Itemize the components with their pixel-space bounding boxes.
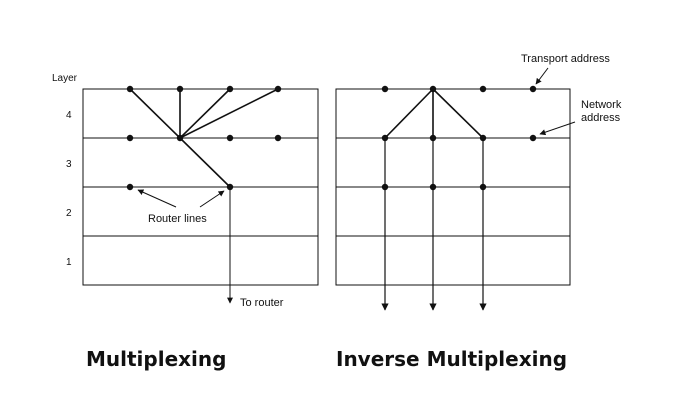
network-address-label-line1: Network xyxy=(581,99,622,111)
router-line-dot xyxy=(226,183,234,191)
connection-line xyxy=(384,88,434,139)
layer-4-label: 4 xyxy=(66,110,72,121)
transport-address-dot xyxy=(529,85,537,93)
network-address-dot xyxy=(126,134,134,142)
transport-address-dot xyxy=(126,85,134,93)
connection-line xyxy=(129,88,181,139)
router-line-dot xyxy=(126,183,134,191)
network-address-dot xyxy=(529,134,537,142)
connection-line xyxy=(432,88,484,139)
router-lines-label: Router lines xyxy=(148,213,207,225)
inverse-multiplexing-caption: Inverse Multiplexing xyxy=(336,347,568,371)
router-lines-arrow xyxy=(137,189,177,208)
layer-3-label: 3 xyxy=(66,159,72,170)
network-address-dot xyxy=(176,134,184,142)
multiplexing-caption: Multiplexing xyxy=(86,347,227,371)
router-line-dot xyxy=(429,183,437,191)
inverse-multiplexing-panel xyxy=(335,67,576,311)
layer-2-label: 2 xyxy=(66,208,72,219)
layer-1-label: 1 xyxy=(66,257,72,268)
transport-address-dot xyxy=(479,85,487,93)
inverse-multiplexing-dots xyxy=(381,85,537,191)
router-line-dot xyxy=(479,183,487,191)
transport-address-dot xyxy=(381,85,389,93)
connection-line xyxy=(179,137,231,188)
network-address-dot xyxy=(226,134,234,142)
multiplexing-dots xyxy=(126,85,282,191)
multiplexing-panel xyxy=(82,88,319,304)
network-address-label-line2: address xyxy=(581,112,621,124)
router-line-dot xyxy=(381,183,389,191)
transport-address-dot xyxy=(274,85,282,93)
transport-address-label: Transport address xyxy=(521,53,610,65)
transport-address-dot xyxy=(176,85,184,93)
network-address-dot xyxy=(429,134,437,142)
layer-axis-title: Layer xyxy=(52,73,78,84)
to-router-label: To router xyxy=(240,297,284,309)
connection-line xyxy=(179,88,231,139)
router-lines-arrow xyxy=(199,190,225,208)
transport-address-dot xyxy=(226,85,234,93)
transport-address-dot xyxy=(429,85,437,93)
network-address-dot xyxy=(381,134,389,142)
transport-address-pointer xyxy=(535,67,549,85)
network-address-pointer xyxy=(539,121,576,136)
connection-line xyxy=(179,88,279,139)
network-address-dot xyxy=(274,134,282,142)
network-address-dot xyxy=(479,134,487,142)
